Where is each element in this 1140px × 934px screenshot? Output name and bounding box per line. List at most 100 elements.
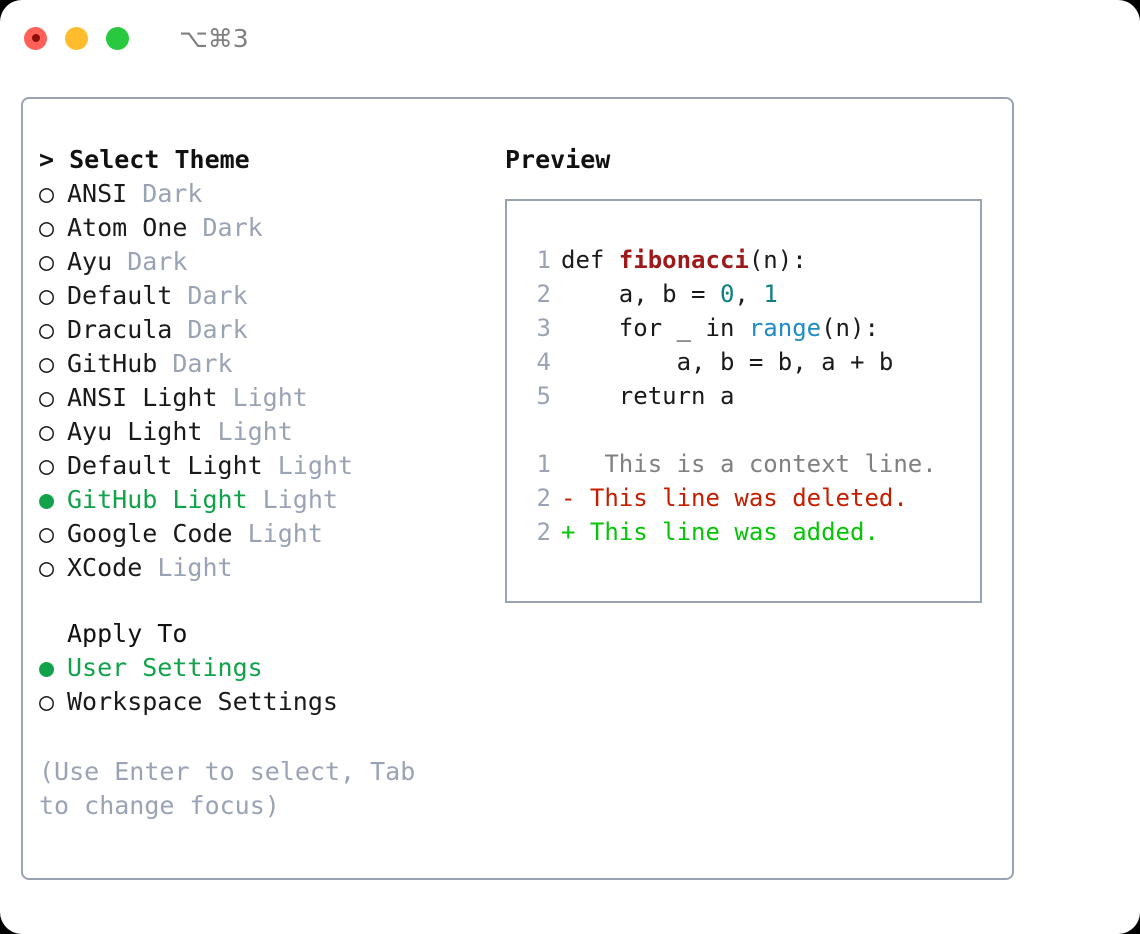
spacer	[39, 585, 493, 617]
code-line-number: 5	[536, 382, 551, 410]
code-token-builtin: range	[748, 314, 822, 342]
theme-option-ansi[interactable]: ○ANSI Dark	[39, 177, 493, 211]
theme-option-label: XCode	[67, 553, 143, 582]
theme-option-tag: Light	[247, 485, 338, 514]
code-token-plain: ,	[734, 280, 764, 308]
apply-to-option-list[interactable]: ● User Settings ○Workspace Settings	[39, 651, 493, 719]
theme-option-label: Atom One	[67, 213, 188, 242]
theme-option-tag: Dark	[157, 349, 233, 378]
radio-unselected-icon: ○	[39, 383, 55, 412]
theme-option-google-code[interactable]: ○Google Code Light	[39, 517, 493, 551]
theme-option-tag: Dark	[172, 315, 248, 344]
code-token-plain: for _ in	[561, 314, 749, 342]
theme-option-label: Ayu	[67, 247, 113, 276]
title-bar: ⌥⌘3	[0, 0, 1140, 76]
code-token-plain: (n):	[748, 246, 807, 274]
radio-selected-icon: ●	[39, 485, 55, 514]
diff-text: This line was added.	[575, 518, 879, 546]
radio-unselected-icon: ○	[39, 247, 55, 276]
left-column: > Select Theme ○ANSI Dark○Atom One Dark○…	[23, 143, 493, 878]
code-token-plain: a, b = b, a + b	[561, 348, 894, 376]
apply-to-option-workspace-settings[interactable]: ○Workspace Settings	[39, 685, 493, 719]
theme-option-atom-one[interactable]: ○Atom One Dark	[39, 211, 493, 245]
diff-line-number: 1	[536, 450, 551, 478]
code-token-fn: fibonacci	[618, 246, 749, 274]
theme-option-tag: Light	[202, 417, 293, 446]
maximize-window-button[interactable]	[106, 26, 129, 50]
theme-option-ayu[interactable]: ○ Ayu Dark	[39, 245, 493, 279]
traffic-lights	[24, 26, 129, 50]
theme-option-label: Dracula	[67, 315, 173, 344]
radio-unselected-icon: ○	[39, 179, 55, 208]
diff-line-number: 2	[536, 518, 551, 546]
keyboard-shortcut-label: ⌥⌘3	[179, 23, 249, 53]
diff-line-add: 2 + This line was added.	[525, 515, 980, 549]
theme-option-github-light[interactable]: ● GitHub Light Light	[39, 483, 493, 517]
theme-option-default[interactable]: ○ Default Dark	[39, 279, 493, 313]
code-token-plain: return a	[561, 382, 735, 410]
theme-option-xcode[interactable]: ○XCode Light	[39, 551, 493, 585]
diff-line-ctx: 1 This is a context line.	[525, 447, 980, 481]
theme-option-label: Ayu Light	[67, 417, 203, 446]
radio-unselected-icon: ○	[39, 553, 55, 582]
radio-unselected-icon: ○	[39, 687, 55, 716]
theme-option-list[interactable]: ○ANSI Dark○Atom One Dark○Ayu Dark○Defaul…	[39, 177, 493, 585]
diff-sign: -	[561, 484, 576, 512]
theme-option-label: Default Light	[67, 451, 263, 480]
keyboard-hint-text: (Use Enter to select, Tab to change focu…	[39, 757, 416, 820]
theme-option-label: GitHub	[67, 349, 158, 378]
theme-option-label: ANSI	[67, 179, 128, 208]
theme-option-tag: Light	[262, 451, 353, 480]
spacer	[525, 413, 980, 447]
code-token-plain: (n):	[821, 314, 879, 342]
theme-selector-panel: > Select Theme ○ANSI Dark○Atom One Dark○…	[21, 97, 1014, 880]
diff-text: This line was deleted.	[575, 484, 908, 512]
code-token-num: 0	[719, 280, 735, 308]
code-line-number: 4	[536, 348, 551, 376]
apply-to-option-user-settings[interactable]: ● User Settings	[39, 651, 493, 685]
code-token-plain: a, b =	[561, 280, 720, 308]
theme-option-tag: Dark	[172, 281, 248, 310]
preview-header: Preview	[505, 145, 611, 174]
code-line-number: 2	[536, 280, 551, 308]
theme-option-github[interactable]: ○ GitHub Dark	[39, 347, 493, 381]
diff-text: This is a context line.	[575, 450, 937, 478]
theme-option-label: Google Code	[67, 519, 233, 548]
theme-option-label: Default	[67, 281, 173, 310]
diff-line-del: 2- This line was deleted.	[525, 481, 980, 515]
apply-to-header: Apply To	[67, 619, 188, 648]
theme-option-tag: Dark	[187, 213, 263, 242]
theme-option-tag: Light	[217, 383, 308, 412]
radio-unselected-icon: ○	[39, 349, 55, 378]
theme-option-label: ANSI Light	[67, 383, 218, 412]
radio-unselected-icon: ○	[39, 315, 55, 344]
theme-option-ansi-light[interactable]: ○ ANSI Light Light	[39, 381, 493, 415]
radio-unselected-icon: ○	[39, 281, 55, 310]
theme-option-dracula[interactable]: ○ Dracula Dark	[39, 313, 493, 347]
theme-option-ayu-light[interactable]: ○ Ayu Light Light	[39, 415, 493, 449]
code-line-number: 1	[536, 246, 551, 274]
code-line: 1 def fibonacci(n):	[525, 243, 980, 277]
theme-option-default-light[interactable]: ○Default Light Light	[39, 449, 493, 483]
radio-selected-icon: ●	[39, 653, 55, 682]
radio-unselected-icon: ○	[39, 417, 55, 446]
close-window-button[interactable]	[24, 26, 47, 50]
code-line-number: 3	[536, 314, 551, 342]
diff-sign: +	[561, 518, 576, 546]
theme-option-tag: Dark	[112, 247, 188, 276]
minimize-window-button[interactable]	[65, 26, 88, 50]
spacer	[39, 719, 493, 755]
select-theme-header: > Select Theme	[39, 145, 250, 174]
code-line: 2 a, b = 0, 1	[525, 277, 980, 311]
apply-to-option-label: User Settings	[67, 653, 263, 682]
theme-option-label: GitHub Light	[67, 485, 248, 514]
code-token-def: def	[561, 246, 619, 274]
code-token-num: 1	[763, 280, 778, 308]
code-line: 5 return a	[525, 379, 980, 413]
diff-sample: 1 This is a context line.2- This line wa…	[525, 447, 980, 549]
diff-sign	[561, 450, 575, 478]
